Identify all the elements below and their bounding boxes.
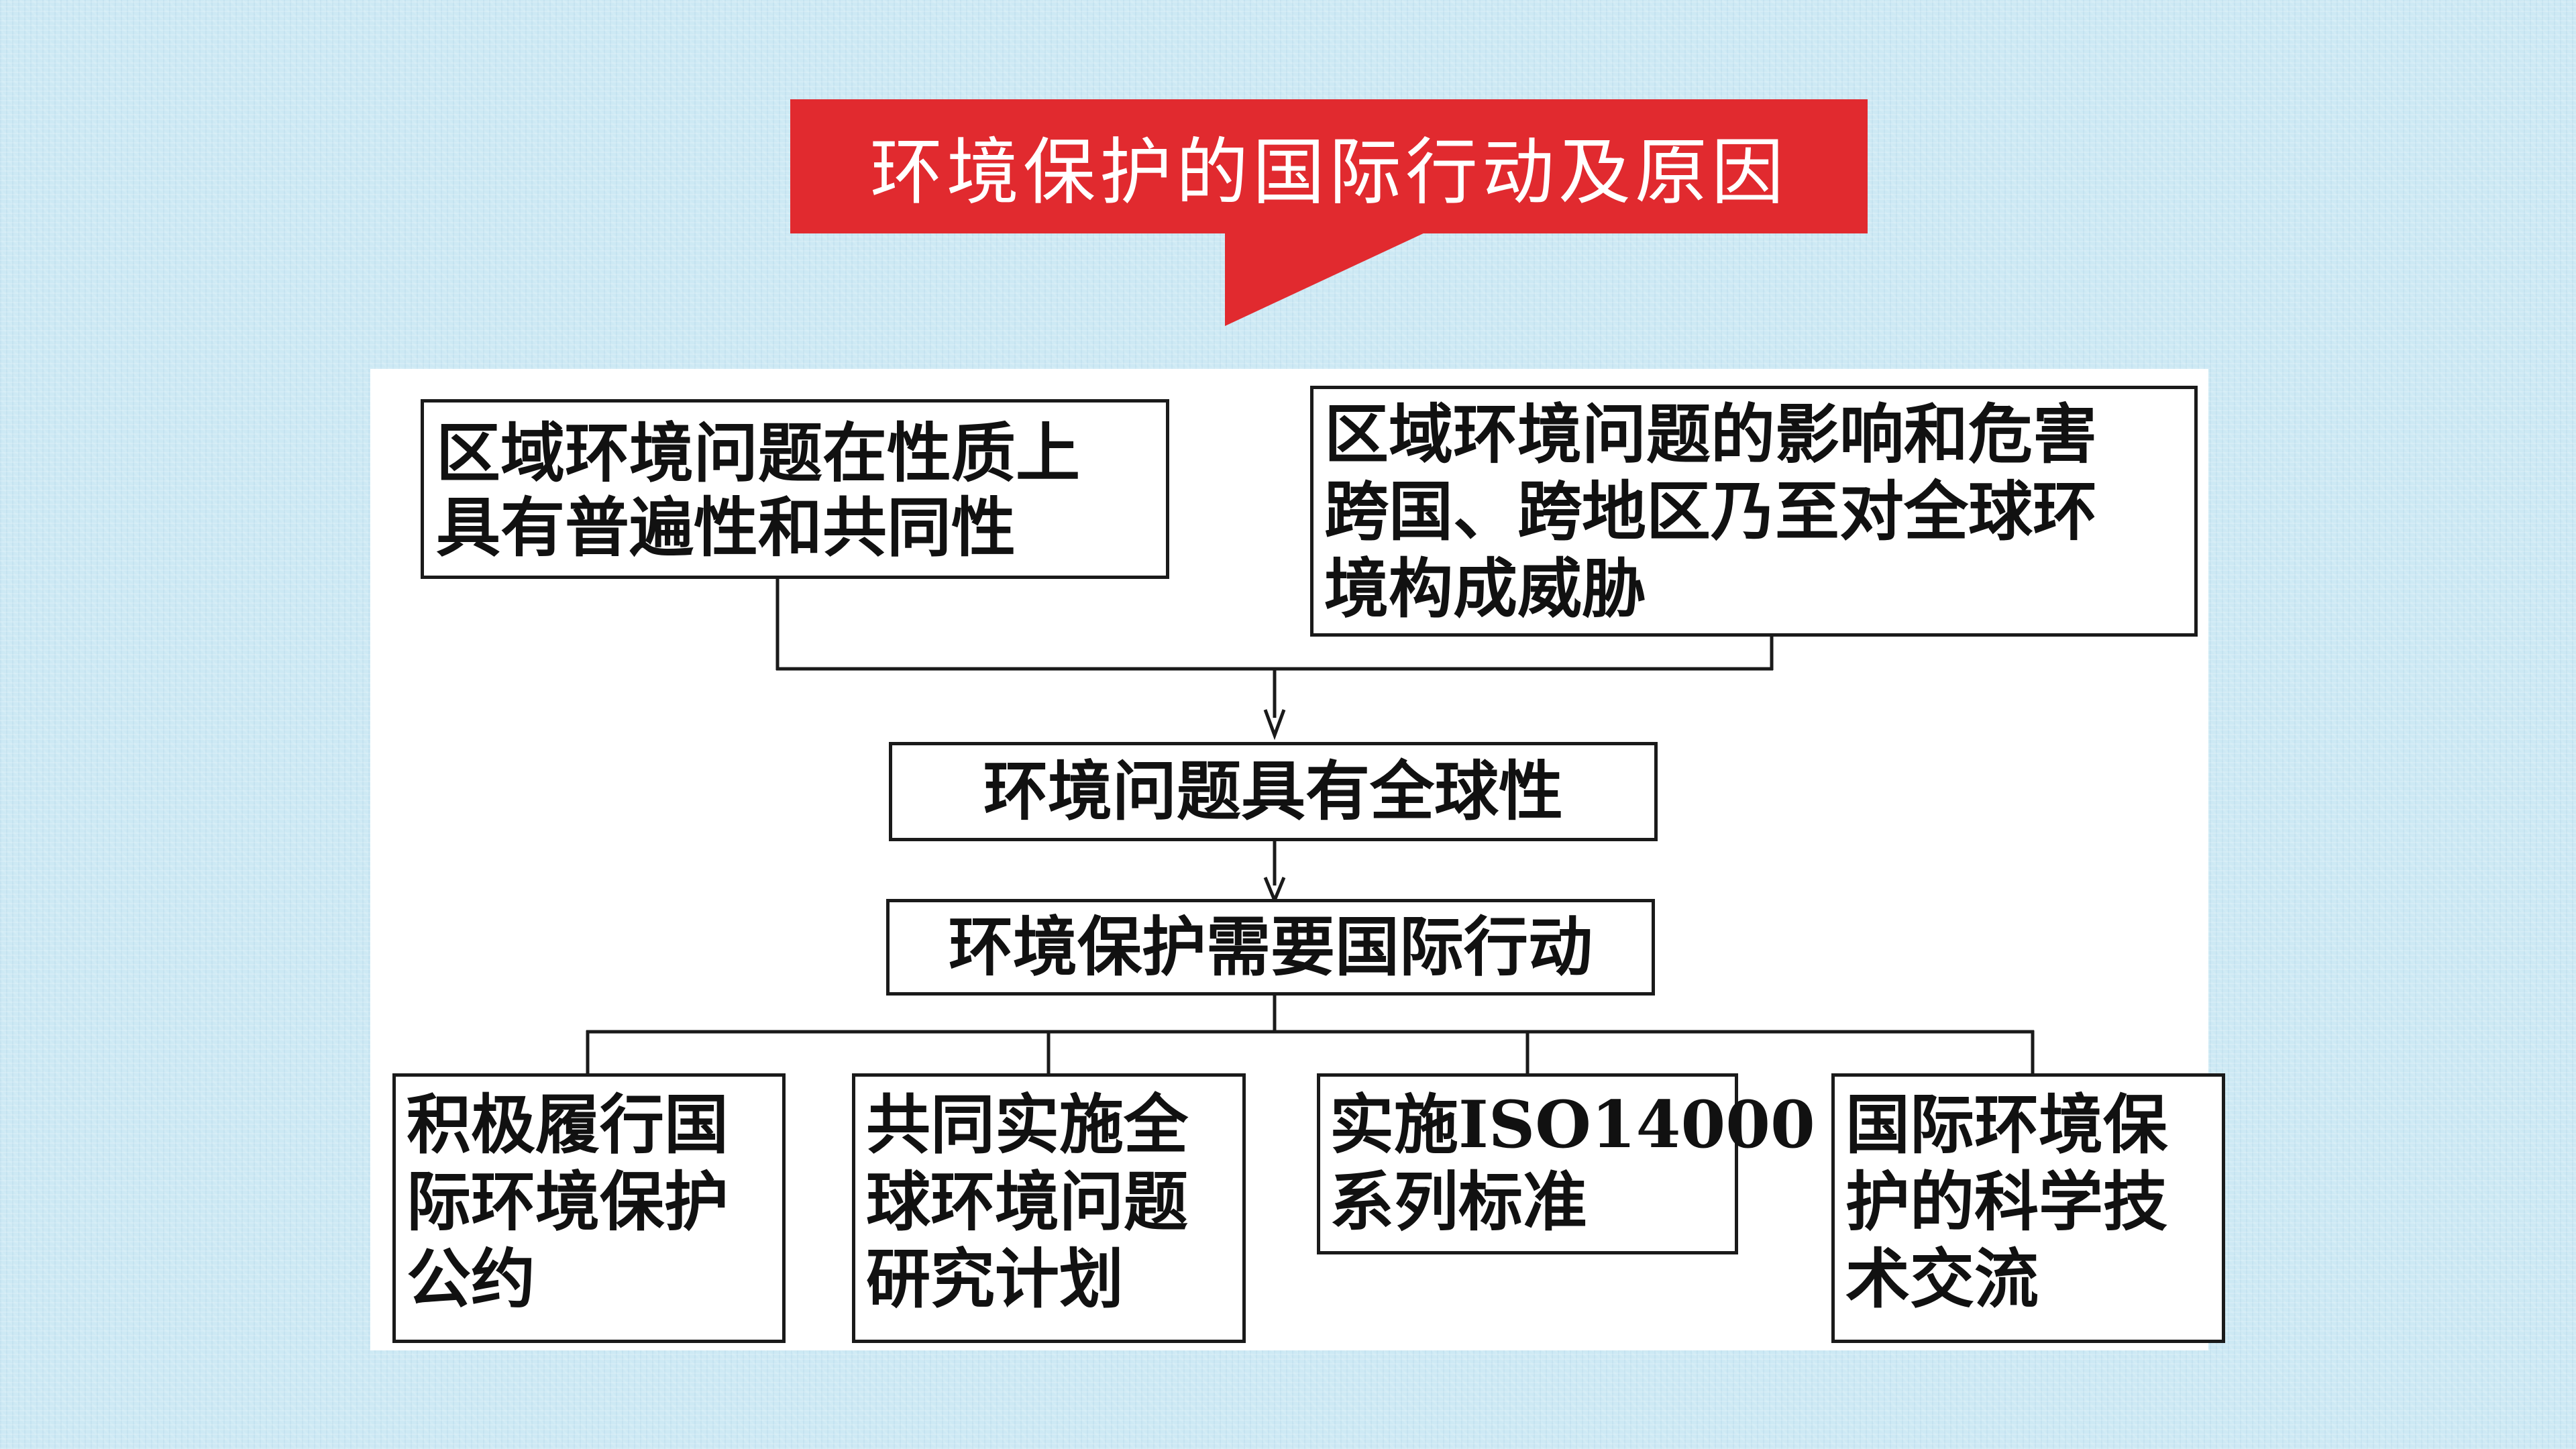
action-2-line-3: 研究计划 (866, 1241, 1124, 1318)
action-box-4: 国际环境保 护的科学技 术交流 (1831, 1073, 2225, 1343)
cause-1-line-2: 具有普遍性和共同性 (436, 490, 1016, 566)
page-title: 环境保护的国际行动及原因 (869, 131, 1788, 215)
cause-1-line-1: 区域环境问题在性质上 (436, 415, 1080, 491)
action-box-1: 积极履行国 际环境保护 公约 (392, 1073, 786, 1343)
connector-lines (586, 579, 2035, 1073)
arrow-to-conclusion (1263, 709, 1286, 741)
conclusion-box: 环境问题具有全球性 (889, 742, 1658, 841)
action-1-line-2: 际环境保护 (407, 1164, 729, 1240)
action-4-line-2: 护的科学技 (1845, 1164, 2167, 1240)
action-box-2: 共同实施全 球环境问题 研究计划 (852, 1073, 1246, 1343)
title-banner: 环境保护的国际行动及原因 (790, 99, 1868, 233)
action-3-line-1: 实施ISO14000 (1330, 1087, 1815, 1163)
conclusion-text: 环境问题具有全球性 (983, 753, 1563, 830)
cause-box-1: 区域环境问题在性质上 具有普遍性和共同性 (421, 399, 1169, 579)
action-3-line-2: 系列标准 (1330, 1164, 1587, 1240)
action-2-line-2: 球环境问题 (866, 1164, 1188, 1240)
action-2-line-1: 共同实施全 (866, 1087, 1188, 1163)
cause-2-line-1: 区域环境问题的影响和危害 (1324, 396, 2097, 472)
action-1-line-3: 公约 (407, 1241, 535, 1318)
diagram-panel: 区域环境问题在性质上 具有普遍性和共同性 区域环境问题的影响和危害 跨国、跨地区… (370, 369, 2225, 1350)
cause-box-2: 区域环境问题的影响和危害 跨国、跨地区乃至对全球环 境构成威胁 (1310, 386, 2198, 637)
action-4-line-1: 国际环境保 (1845, 1087, 2167, 1163)
cause-2-line-2: 跨国、跨地区乃至对全球环 (1324, 474, 2097, 550)
banner-pointer (1225, 232, 1426, 326)
action-box-3: 实施ISO14000 系列标准 (1317, 1073, 1815, 1254)
requirement-text: 环境保护需要国际行动 (949, 909, 1593, 985)
requirement-box: 环境保护需要国际行动 (886, 899, 1655, 996)
action-1-line-1: 积极履行国 (407, 1087, 729, 1163)
cause-2-line-3: 境构成威胁 (1324, 551, 1646, 627)
action-4-line-3: 术交流 (1845, 1241, 2039, 1318)
